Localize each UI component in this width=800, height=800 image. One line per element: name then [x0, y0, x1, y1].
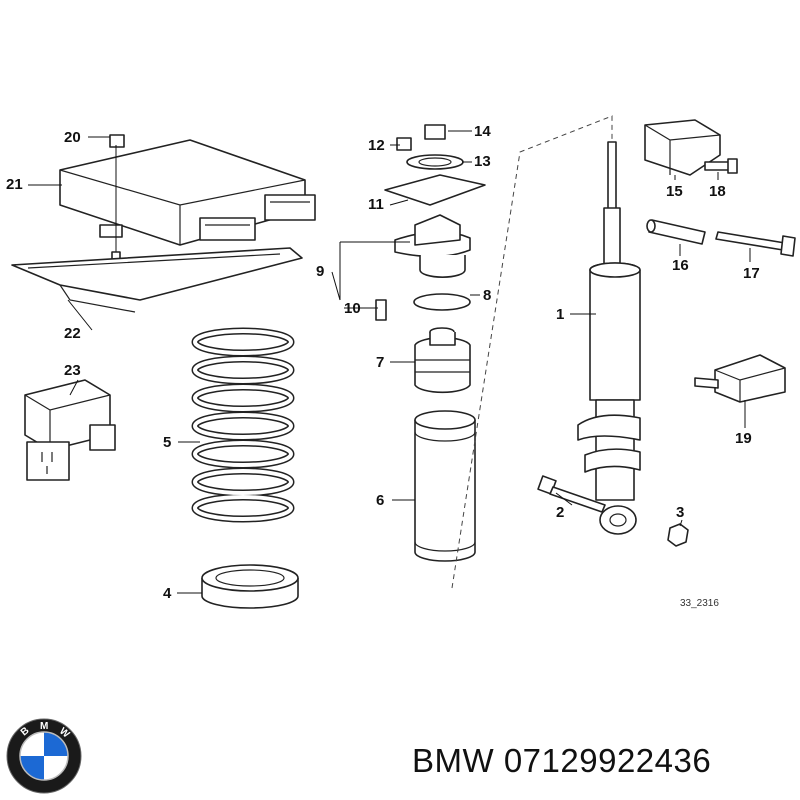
mount-bracket-upper-part [644, 119, 721, 176]
callout-8: 8 [483, 287, 492, 304]
relay-part [24, 379, 116, 481]
protective-tube-part [414, 410, 476, 562]
svg-text:M: M [40, 721, 48, 732]
coil-spring-part [191, 327, 295, 523]
bracket-part [11, 247, 303, 313]
callout-9: 9 [316, 263, 325, 280]
leader-lines [28, 130, 751, 594]
callout-2: 2 [556, 504, 565, 521]
bolt-part [537, 475, 606, 513]
long-bolt-part [715, 231, 796, 257]
strut-mount-stack [375, 124, 486, 394]
nut-part [667, 523, 689, 547]
brand-name: BMW [412, 742, 495, 779]
diagram-reference-code: 33_2316 [680, 598, 719, 609]
callout-21: 21 [6, 176, 23, 193]
control-unit-part [59, 134, 316, 273]
callout-16: 16 [672, 257, 689, 274]
callout-5: 5 [163, 434, 172, 451]
sleeve-part [646, 219, 706, 245]
screw-part [704, 158, 738, 174]
bmw-logo-icon: B M W [6, 718, 82, 794]
callout-3: 3 [676, 504, 685, 521]
spring-pad-part [201, 564, 299, 609]
callout-10: 10 [344, 300, 361, 317]
callout-1: 1 [556, 306, 565, 323]
callout-23: 23 [64, 362, 81, 379]
callout-19: 19 [735, 430, 752, 447]
callout-12: 12 [368, 137, 385, 154]
callout-13: 13 [474, 153, 491, 170]
callout-14: 14 [474, 123, 491, 140]
shock-absorber-part [577, 141, 641, 535]
callout-6: 6 [376, 492, 385, 509]
callout-4: 4 [163, 585, 172, 602]
callout-18: 18 [709, 183, 726, 200]
callout-17: 17 [743, 265, 760, 282]
callout-15: 15 [666, 183, 683, 200]
assembly-outline [451, 115, 613, 589]
callout-11: 11 [368, 196, 384, 213]
part-number-caption: BMW 07129922436 [412, 742, 711, 780]
mount-bracket-lower-part [694, 354, 786, 403]
callout-20: 20 [64, 129, 81, 146]
callout-22: 22 [64, 325, 81, 342]
part-number: 07129922436 [503, 742, 712, 779]
callout-7: 7 [376, 354, 385, 371]
